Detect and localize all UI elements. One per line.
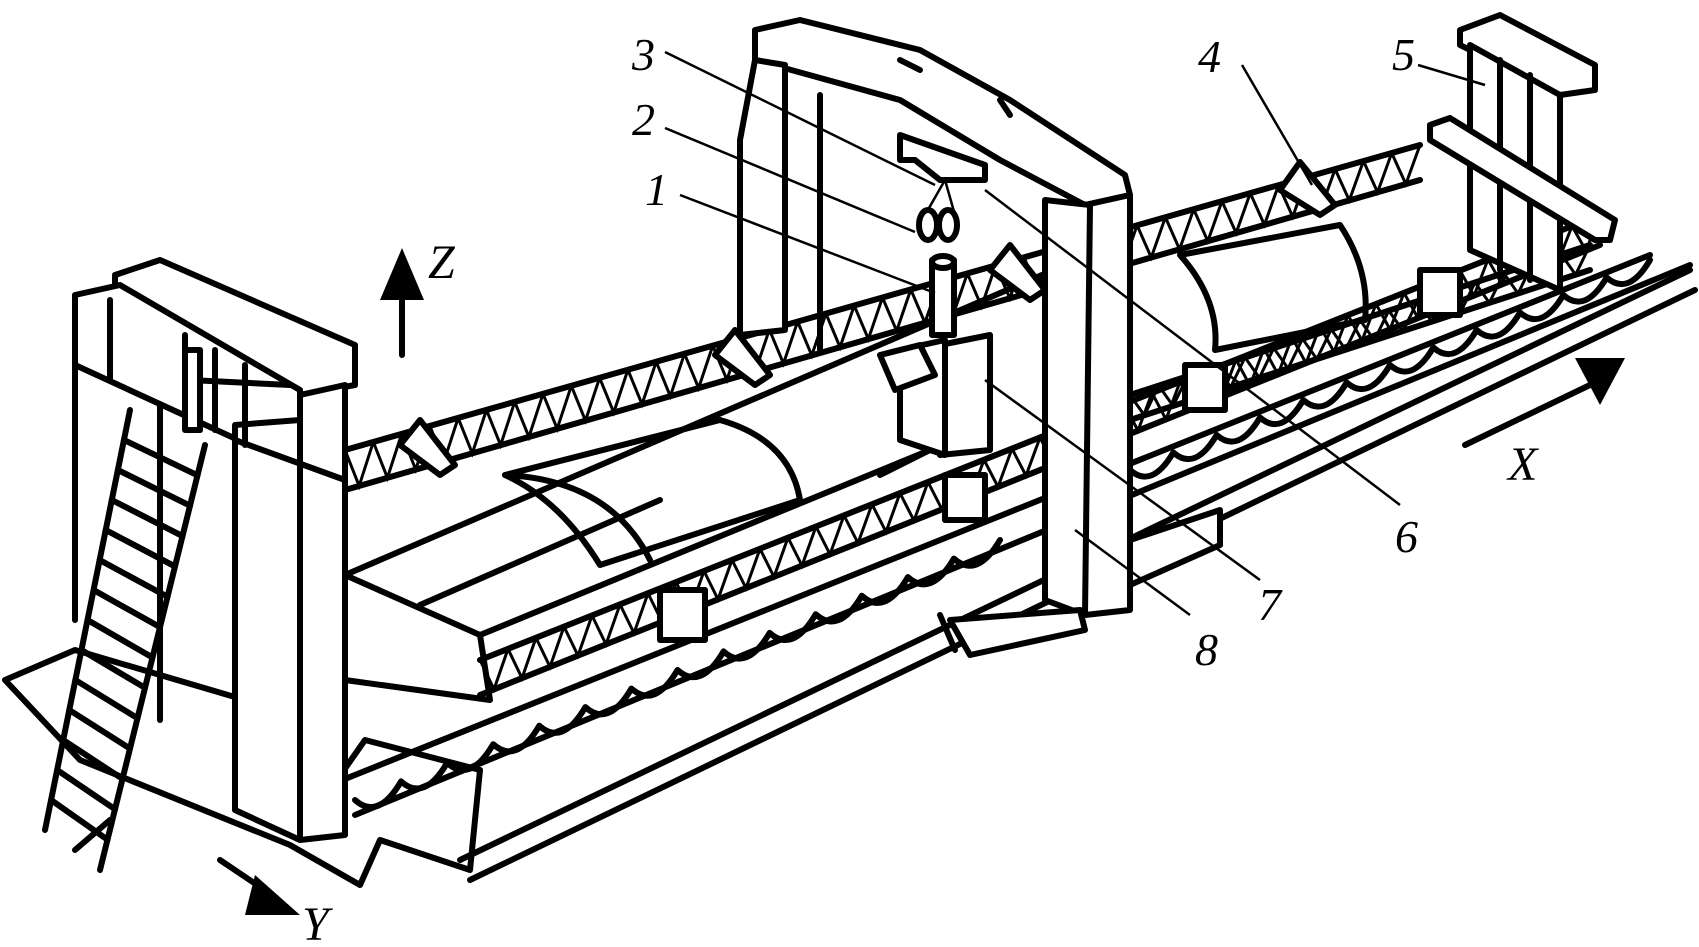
truss-clamps <box>397 159 1463 643</box>
right-column <box>1427 12 1618 293</box>
label-2: 2 <box>632 94 655 145</box>
left-column <box>72 257 358 843</box>
axis-label-y: Y <box>302 898 333 947</box>
y-axis-arrow <box>217 857 300 915</box>
label-6: 6 <box>1395 511 1418 562</box>
axis-label-z: Z <box>428 236 456 289</box>
label-3: 3 <box>631 29 655 80</box>
label-8: 8 <box>1195 624 1218 675</box>
ladder-icon <box>42 407 208 873</box>
leader-lines <box>664 50 1486 617</box>
gantry-base <box>937 507 1223 658</box>
base-platform <box>2 647 483 888</box>
worktable-floor <box>342 247 1103 703</box>
label-7: 7 <box>1258 579 1283 630</box>
label-1: 1 <box>645 164 668 215</box>
scalloped-support <box>352 257 1653 811</box>
spindle-wheels <box>916 207 960 243</box>
gantry-frame <box>737 17 1133 618</box>
label-5: 5 <box>1392 29 1415 80</box>
label-4: 4 <box>1198 31 1221 82</box>
curved-panel-right <box>1177 222 1369 353</box>
curved-panel-left <box>502 417 803 568</box>
axis-labels: Z X Y <box>302 236 1539 947</box>
callout-labels: 3 2 1 4 5 6 7 8 <box>631 29 1418 675</box>
base-rails <box>327 252 1698 883</box>
x-axis-arrow <box>1462 358 1625 448</box>
tool-head <box>877 253 993 458</box>
axis-label-x: X <box>1506 438 1539 491</box>
z-axis-arrow <box>380 248 424 358</box>
